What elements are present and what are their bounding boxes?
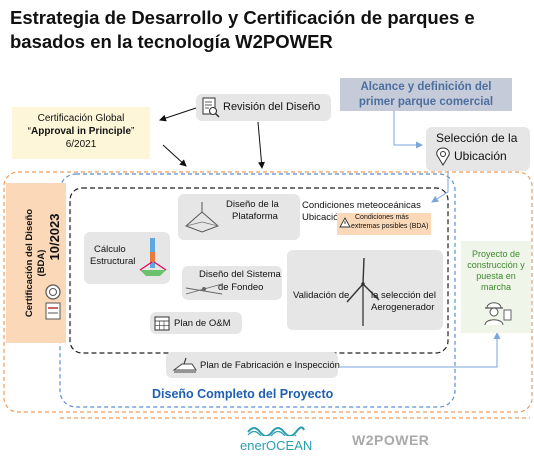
fea-model-icon — [139, 238, 167, 276]
enerocean-wave-icon — [247, 426, 305, 436]
mooring-line1: Diseño del Sistema — [199, 269, 281, 280]
construction-line1: Proyecto de — [471, 249, 521, 259]
platform-design-line2: Plataforma — [232, 211, 278, 222]
complete-design-label: Diseño Completo del Proyecto — [152, 387, 334, 401]
construction-worker-icon — [484, 302, 512, 326]
calendar-grid-icon — [154, 316, 170, 331]
turbine-validation-right-line2: Aerogenerador — [371, 302, 435, 313]
scope-line1: Alcance y definición del — [360, 81, 492, 93]
arrow-global-to-design — [162, 144, 187, 167]
scope-line2: primer parque comercial — [358, 96, 494, 108]
extreme-note-line2: extremas posibles (BDA) — [351, 223, 429, 230]
design-cert-line1: Certificación del Diseño — [24, 208, 35, 318]
structural-calc-line2: Estructural — [90, 256, 136, 267]
approval-in-principle: Approval in Principle — [30, 126, 132, 137]
title-line-2: basados en la tecnología W2POWER — [10, 31, 333, 52]
map-pin-icon — [436, 147, 450, 166]
turbine-validation-left: Validación de — [293, 290, 350, 301]
design-review-label: Revisión del Diseño — [223, 101, 321, 113]
arrow-seleccion-to-condiciones — [431, 170, 449, 203]
scope-box: Alcance y definición del primer parque c… — [340, 78, 512, 111]
extreme-conditions-note: Condiciones más extremas posibles (BDA) — [337, 213, 431, 235]
platform-design-box: Diseño de la Plataforma — [178, 194, 300, 240]
turbine-validation-right-line1: la selección del — [371, 290, 436, 301]
global-cert-date: 6/2021 — [65, 139, 97, 150]
metocean-line2: Ubicación — [302, 212, 344, 223]
platform-design-line1: Diseño de la — [226, 199, 279, 210]
title-line-1: Estrategia de Desarrollo y Certificación… — [10, 7, 475, 28]
om-plan-box: Plan de O&M — [150, 312, 242, 334]
wind-turbine-icon — [346, 257, 380, 326]
manufacturing-plan-label: Plan de Fabricación e Inspección — [200, 360, 340, 371]
site-selection-box: Selección de la Ubicación — [426, 127, 530, 171]
metocean-conditions-box: Condiciones meteoceánicas Ubicación — [302, 200, 430, 234]
manufacturing-plan-box: Plan de Fabricación e Inspección — [166, 352, 340, 378]
structural-calc-line1: Cálculo — [94, 244, 126, 255]
enerocean-logo-text: enerOCEAN — [240, 438, 313, 453]
construction-project-box: Proyecto de construcción y puesta en mar… — [461, 241, 531, 333]
platform-drawing-icon — [185, 202, 219, 233]
page-title: Estrategia de Desarrollo y Certificación… — [10, 6, 534, 54]
design-certification-box: Certificación del Diseño (BDA) 10/2023 — [6, 183, 66, 343]
design-review-box: Revisión del Diseño — [196, 94, 331, 121]
warning-icon — [339, 217, 351, 228]
construction-line4: marcha — [480, 282, 511, 292]
design-cert-date: 10/2023 — [47, 213, 62, 261]
frame-black-dashed — [69, 187, 449, 354]
arrow-revision-to-global — [159, 107, 197, 122]
document-search-icon — [202, 97, 220, 118]
arrow-fabricacion-to-proyecto — [340, 332, 501, 368]
factory-tools-icon — [172, 357, 197, 373]
metocean-line1: Condiciones meteoceánicas — [302, 200, 421, 211]
mooring-design-box: Diseño del Sistema de Fondeo — [182, 266, 282, 300]
om-plan-label: Plan de O&M — [174, 318, 231, 329]
site-selection-line2: Ubicación — [454, 149, 507, 163]
global-cert-line1: Certificación Global — [37, 113, 125, 124]
construction-line2: construcción y — [467, 260, 525, 270]
extreme-note-line1: Condiciones más — [355, 214, 409, 221]
arrow-alcance-to-seleccion — [393, 110, 423, 149]
global-certification-box: Certificación Global “Approval in Princi… — [12, 107, 150, 159]
enerocean-logo: enerOCEAN — [236, 422, 318, 456]
site-selection-line1: Selección de la — [436, 131, 518, 145]
certification-seal-icon — [45, 284, 61, 320]
construction-line3: puesta en — [476, 271, 516, 281]
structural-calc-box: Cálculo Estructural — [84, 232, 170, 284]
mooring-line2: de Fondeo — [218, 282, 264, 293]
arrow-revision-to-design — [257, 121, 265, 169]
turbine-validation-box: Validación de la selección del Aerogener… — [287, 250, 443, 330]
global-cert-line2: “Approval in Principle” — [27, 126, 135, 137]
mooring-lines-icon — [185, 283, 223, 295]
w2power-logo: W2POWER — [352, 432, 430, 448]
